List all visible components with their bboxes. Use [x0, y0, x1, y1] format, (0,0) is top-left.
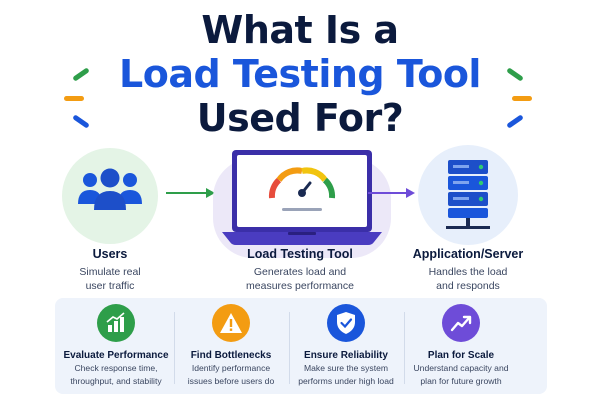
benefit-desc: Understand capacity and — [413, 363, 509, 373]
benefit-desc: plan for future growth — [420, 376, 502, 386]
server-icon — [446, 160, 490, 229]
bar-chart-icon — [97, 304, 135, 342]
server-title: Application/Server — [412, 247, 524, 261]
title-line-3: Used For? — [196, 96, 404, 140]
benefit-divider — [289, 312, 290, 384]
gauge-laptop-icon — [222, 150, 382, 245]
tool-label: Load Testing Tool Generates load and mea… — [200, 247, 400, 293]
benefit-desc: throughput, and stability — [70, 376, 162, 386]
tool-title: Load Testing Tool — [247, 247, 353, 261]
benefit-title: Ensure Reliability — [304, 350, 388, 361]
users-label: Users Simulate real user traffic — [40, 247, 180, 293]
benefit-title: Evaluate Performance — [63, 350, 169, 361]
benefit-divider — [174, 312, 175, 384]
benefit-desc: Check response time, — [74, 363, 158, 373]
users-title: Users — [92, 247, 128, 261]
arrow-tool-to-server-icon — [368, 188, 415, 198]
benefit-ensure-reliability: Ensure Reliability Make sure the system … — [288, 304, 404, 387]
tool-desc-1: Generates load and — [253, 266, 347, 278]
benefit-desc: Identify performance — [191, 363, 271, 373]
tool-desc-2: measures performance — [246, 280, 354, 292]
benefit-title: Plan for Scale — [427, 350, 495, 361]
warning-icon — [212, 304, 250, 342]
benefit-desc: issues before users do — [187, 376, 275, 386]
server-desc-1: Handles the load — [428, 266, 508, 278]
benefit-evaluate-performance: Evaluate Performance Check response time… — [58, 304, 174, 387]
benefit-desc: performs under high load — [298, 376, 394, 386]
users-icon — [78, 168, 142, 210]
trend-up-icon — [442, 304, 480, 342]
users-desc-2: user traffic — [85, 280, 135, 292]
title-line-2: Load Testing Tool — [119, 52, 481, 96]
server-label: Application/Server Handles the load and … — [393, 247, 543, 293]
benefit-title: Find Bottlenecks — [190, 350, 272, 361]
benefit-plan-for-scale: Plan for Scale Understand capacity and p… — [403, 304, 519, 387]
shield-check-icon — [327, 304, 365, 342]
benefit-desc: Make sure the system — [303, 363, 389, 373]
benefit-divider — [404, 312, 405, 384]
arrow-users-to-tool-icon — [166, 188, 215, 198]
title-line-1: What Is a — [201, 8, 399, 52]
server-desc-2: and responds — [436, 280, 500, 292]
users-desc-1: Simulate real — [79, 266, 141, 278]
benefit-find-bottlenecks: Find Bottlenecks Identify performance is… — [173, 304, 289, 387]
